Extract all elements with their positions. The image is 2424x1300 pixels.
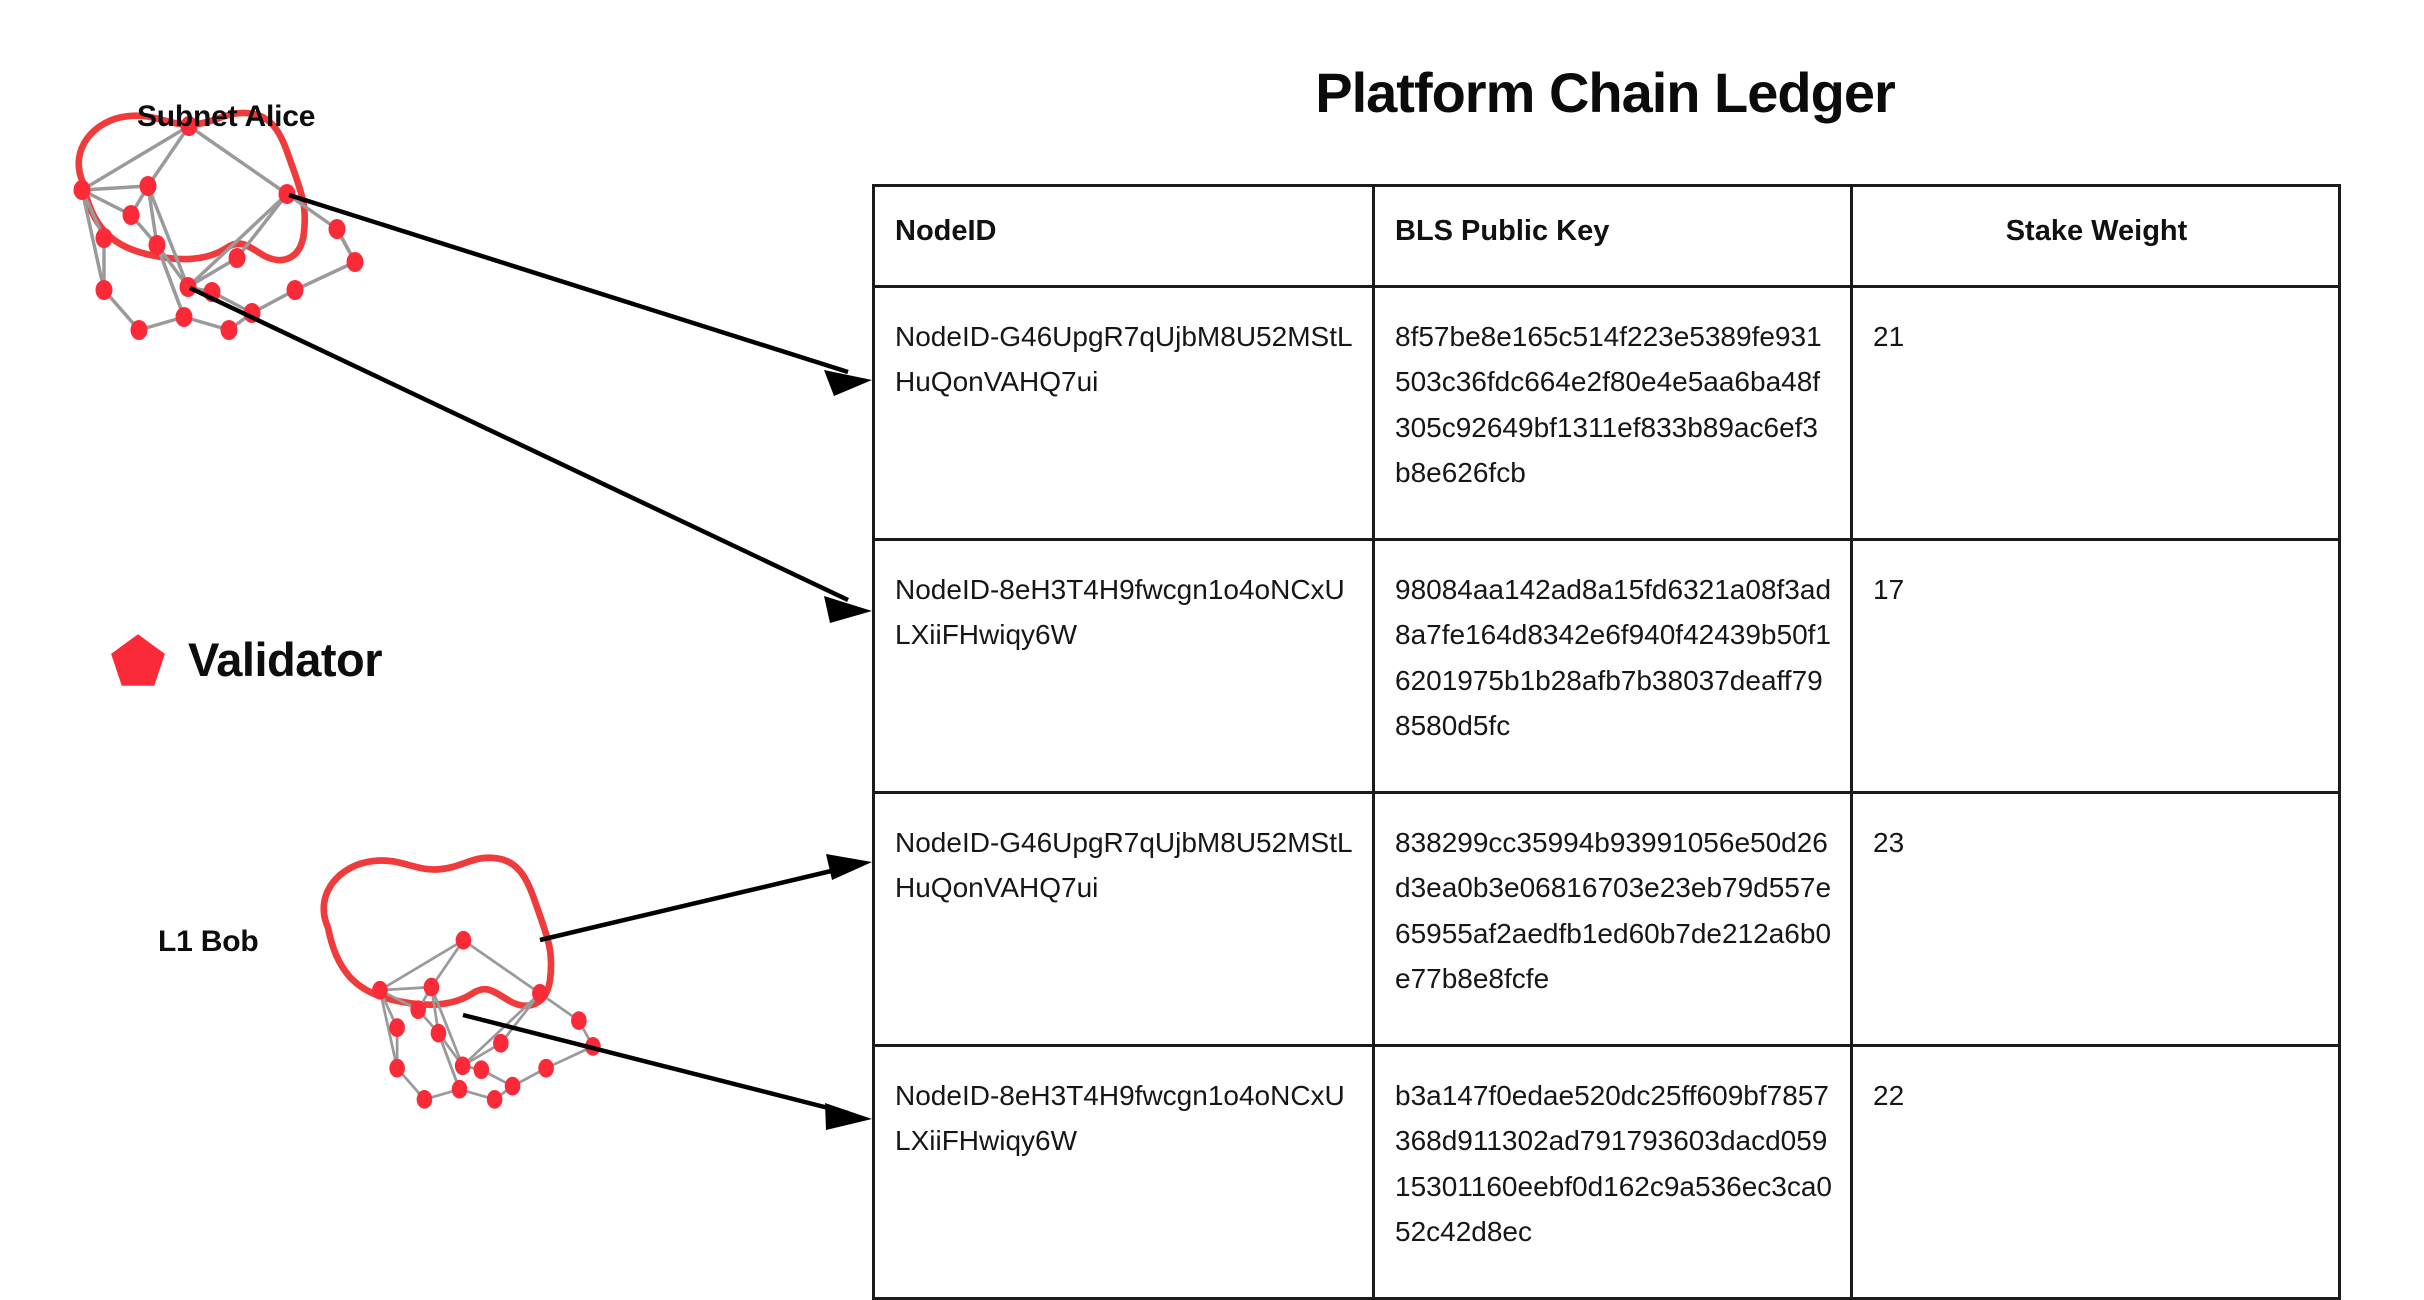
validator-legend: Validator xyxy=(110,632,383,687)
column-header-nodeid: NodeID xyxy=(872,184,1375,288)
cell-nodeid: NodeID-8eH3T4H9fwcgn1o4oNCxULXiiFHwiqy6W xyxy=(872,538,1375,794)
pentagon-icon xyxy=(111,633,165,686)
table-row: NodeID-8eH3T4H9fwcgn1o4oNCxULXiiFHwiqy6W… xyxy=(872,538,2341,794)
arrowhead-alice-row1 xyxy=(824,370,872,396)
cell-nodeid: NodeID-8eH3T4H9fwcgn1o4oNCxULXiiFHwiqy6W xyxy=(872,1044,1375,1300)
network-diagram: Subnet Alice L1 Bob Validator xyxy=(0,0,900,1294)
column-header-bls-public-key: BLS Public Key xyxy=(1372,184,1853,288)
cell-bls-public-key: b3a147f0edae520dc25ff609bf7857368d911302… xyxy=(1372,1044,1853,1300)
validator-legend-label: Validator xyxy=(188,633,383,686)
arrowhead-alice-row2 xyxy=(824,596,872,623)
cell-bls-public-key: 8f57be8e165c514f223e5389fe931503c36fdc66… xyxy=(1372,285,1853,541)
connector-bob-row4 xyxy=(462,1012,849,1116)
subnet-alice-group xyxy=(73,109,364,340)
cell-bls-public-key: 98084aa142ad8a15fd6321a08f3ad8a7fe164d83… xyxy=(1372,538,1853,794)
diagram-canvas xyxy=(73,109,872,1130)
page-title: Platform Chain Ledger xyxy=(1315,61,1896,124)
platform-chain-ledger-table: NodeID BLS Public Key Stake Weight NodeI… xyxy=(872,184,2341,1300)
arrowhead-bob-row4 xyxy=(825,1103,872,1130)
table-row: NodeID-G46UpgR7qUjbM8U52MStLHuQonVAHQ7ui… xyxy=(872,285,2341,541)
table-row: NodeID-G46UpgR7qUjbM8U52MStLHuQonVAHQ7ui… xyxy=(872,791,2341,1047)
l1-bob-label: L1 Bob xyxy=(158,925,259,958)
column-header-stake-weight: Stake Weight xyxy=(1850,184,2341,288)
cell-stake-weight: 22 xyxy=(1850,1044,2341,1300)
connector-alice-row2 xyxy=(189,285,849,603)
l1-bob-group xyxy=(320,854,601,1109)
cell-nodeid: NodeID-G46UpgR7qUjbM8U52MStLHuQonVAHQ7ui xyxy=(872,791,1375,1047)
connector-bob-row3 xyxy=(539,864,849,943)
cell-bls-public-key: 838299cc35994b93991056e50d26d3ea0b3e0681… xyxy=(1372,791,1853,1047)
subnet-alice-label: Subnet Alice xyxy=(137,100,316,133)
table-row: NodeID-8eH3T4H9fwcgn1o4oNCxULXiiFHwiqy6W… xyxy=(872,1044,2341,1300)
connector-arrows xyxy=(189,192,872,1130)
cell-stake-weight: 17 xyxy=(1850,538,2341,794)
cell-stake-weight: 23 xyxy=(1850,791,2341,1047)
connector-alice-row1 xyxy=(288,192,849,375)
cell-nodeid: NodeID-G46UpgR7qUjbM8U52MStLHuQonVAHQ7ui xyxy=(872,285,1375,541)
l1-bob-validators xyxy=(372,930,601,1109)
arrowhead-bob-row3 xyxy=(826,854,872,880)
cell-stake-weight: 21 xyxy=(1850,285,2341,541)
table-header-row: NodeID BLS Public Key Stake Weight xyxy=(872,184,2341,288)
